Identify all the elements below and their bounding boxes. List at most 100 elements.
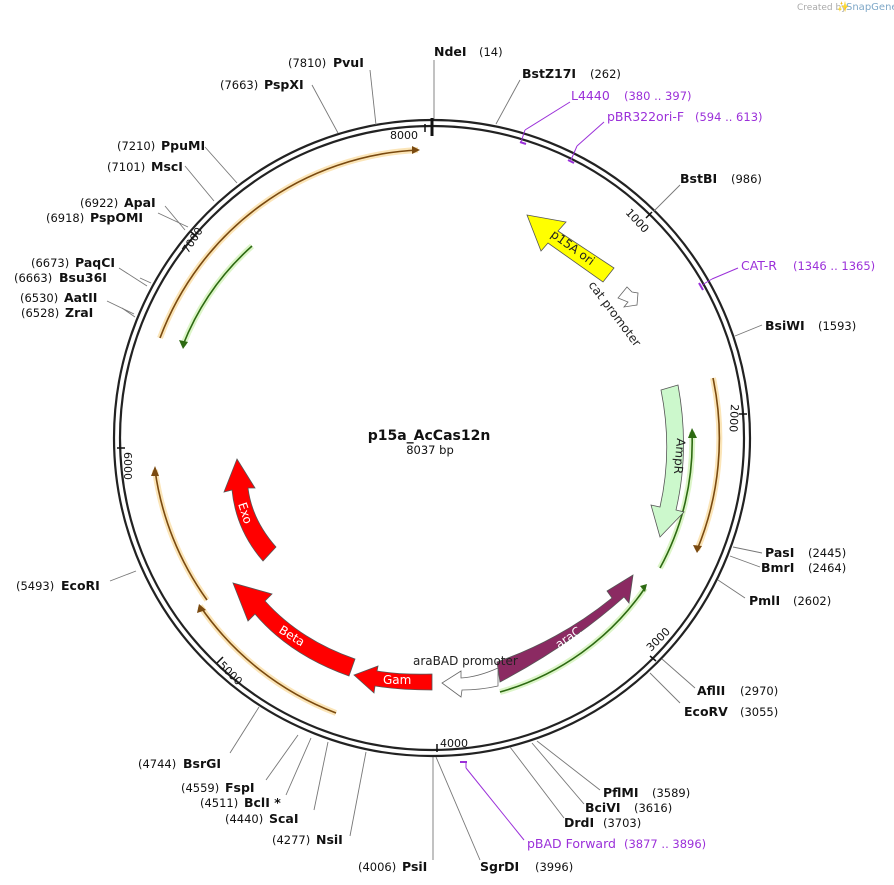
orf-arcs-orange <box>151 146 723 716</box>
site-zrai[interactable]: (6528) ZraI <box>21 305 93 320</box>
site-pos: (4744) <box>138 757 176 771</box>
plasmid-name: p15a_AcCas12n <box>368 428 491 444</box>
site-pos: (986) <box>731 172 762 186</box>
site-name: BstBI <box>680 171 717 186</box>
site-pmli[interactable]: PmlI (2602) <box>749 593 831 608</box>
site-pos: (4559) <box>181 781 219 795</box>
tick-label-4000: 4000 <box>440 737 468 750</box>
site-pos: (7810) <box>288 56 326 70</box>
site-name: PasI <box>765 545 794 560</box>
site-ppumi[interactable]: (7210) PpuMI <box>117 138 205 153</box>
site-bsrgi[interactable]: (4744) BsrGI <box>138 756 221 771</box>
feature-gam[interactable]: Gam <box>353 665 433 694</box>
site-bstbi[interactable]: BstBI (986) <box>680 171 762 186</box>
site-aflii[interactable]: AflII (2970) <box>697 683 778 698</box>
site-pos: (7663) <box>220 78 258 92</box>
site-pos: (6922) <box>80 196 118 210</box>
site-name: PmlI <box>749 593 780 608</box>
site-pos: (3616) <box>634 801 672 815</box>
primer-pbad-forward[interactable]: pBAD Forward (3877 .. 3896) <box>460 761 706 851</box>
site-pspomi[interactable]: (6918) PspOMI <box>46 210 143 225</box>
site-name: DrdI <box>564 815 594 830</box>
plasmid-size: 8037 bp <box>406 443 454 457</box>
site-pos: (7101) <box>107 160 145 174</box>
site-psii[interactable]: (4006) PsiI <box>358 859 427 874</box>
site-bmri[interactable]: BmrI (2464) <box>761 560 846 575</box>
primer-l4440[interactable]: L4440 (380 .. 397) <box>519 88 692 145</box>
site-paqci[interactable]: (6673) PaqCI <box>31 255 115 270</box>
site-pos: (4277) <box>272 833 310 847</box>
tick-label-2000: 2000 <box>727 404 741 433</box>
site-scai[interactable]: (4440) ScaI <box>225 811 299 826</box>
site-bcli[interactable]: (4511) BclI * <box>200 795 281 810</box>
site-pspxi[interactable]: (7663) PspXI <box>220 77 304 92</box>
site-apai[interactable]: (6922) ApaI <box>80 195 156 210</box>
site-name: PspXI <box>264 77 304 92</box>
site-name: MscI <box>151 159 183 174</box>
tick-4000: 4000 <box>436 737 468 752</box>
site-pasi[interactable]: PasI (2445) <box>765 545 846 560</box>
site-name: BciVI <box>585 800 621 815</box>
feature-label-ampr: AmpR <box>671 438 688 475</box>
feature-cat-promoter[interactable]: cat promoter <box>586 278 644 349</box>
site-pos: (2970) <box>740 684 778 698</box>
site-bsiwi[interactable]: BsiWI (1593) <box>765 318 856 333</box>
primer-range: (380 .. 397) <box>624 89 692 103</box>
site-pos: (6673) <box>31 256 69 270</box>
feature-p15a-ori[interactable]: p15A ori <box>526 214 615 283</box>
site-name: BsiWI <box>765 318 805 333</box>
feature-label-cat-promoter: cat promoter <box>586 278 644 349</box>
feature-label-arabad-promoter: araBAD promoter <box>413 654 518 668</box>
site-pos: (3703) <box>603 816 641 830</box>
site-pos: (3996) <box>535 860 573 874</box>
site-ecori[interactable]: (5493) EcoRI <box>16 578 100 593</box>
site-name: ApaI <box>124 195 156 210</box>
site-pos: (4511) <box>200 796 238 810</box>
site-pos: (4440) <box>225 812 263 826</box>
site-aatii[interactable]: (6530) AatII <box>20 290 97 305</box>
tick-2000: 2000 <box>727 404 747 433</box>
primer-pbr322ori-f[interactable]: pBR322ori-F (594 .. 613) <box>567 109 763 164</box>
site-nsii[interactable]: (4277) NsiI <box>272 832 343 847</box>
site-msci[interactable]: (7101) MscI <box>107 159 183 174</box>
site-sgrdi[interactable]: SgrDI (3996) <box>480 859 573 874</box>
site-name: SgrDI <box>480 859 519 874</box>
site-pos: (262) <box>590 67 621 81</box>
site-name: FspI <box>225 780 255 795</box>
site-name: BmrI <box>761 560 794 575</box>
feature-exo[interactable]: Exo <box>223 458 277 562</box>
tick-label-8000: 8000 <box>390 129 418 142</box>
site-ndei[interactable]: NdeI (14) <box>434 44 503 59</box>
site-pos: (14) <box>479 45 503 59</box>
site-pos: (6528) <box>21 306 59 320</box>
site-pos: (6663) <box>14 271 52 285</box>
site-name: PspOMI <box>90 210 143 225</box>
site-name: BclI * <box>244 795 281 810</box>
site-pos: (4006) <box>358 860 396 874</box>
orf-arcs-green <box>179 243 697 695</box>
site-name: BsrGI <box>183 756 221 771</box>
credit-text: Created by <box>797 3 847 13</box>
site-pflmi[interactable]: PflMI (3589) <box>603 785 690 800</box>
site-bstz17i[interactable]: BstZ17I (262) <box>522 66 621 81</box>
feature-arabad-promoter[interactable]: araBAD promoter <box>413 654 518 698</box>
site-pvui[interactable]: (7810) PvuI <box>288 55 364 70</box>
site-bsu36i[interactable]: (6663) Bsu36I <box>14 270 107 285</box>
site-pos: (6918) <box>46 211 84 225</box>
site-bcivi[interactable]: BciVI (3616) <box>585 800 672 815</box>
site-drdi[interactable]: DrdI (3703) <box>564 815 641 830</box>
site-name: ScaI <box>269 811 299 826</box>
primer-name: L4440 <box>571 88 610 103</box>
site-pos: (1593) <box>818 319 856 333</box>
site-pos: (2445) <box>808 546 846 560</box>
primer-cat-r[interactable]: CAT-R (1346 .. 1365) <box>698 258 875 291</box>
site-pos: (7210) <box>117 139 155 153</box>
feature-ampr[interactable]: AmpR <box>650 384 688 538</box>
credit-brand: SnapGene <box>846 2 894 13</box>
site-fspi[interactable]: (4559) FspI <box>181 780 255 795</box>
site-name: PflMI <box>603 785 639 800</box>
site-ecorv[interactable]: EcoRV (3055) <box>684 704 778 719</box>
site-name: PaqCI <box>75 255 115 270</box>
site-name: ZraI <box>65 305 93 320</box>
